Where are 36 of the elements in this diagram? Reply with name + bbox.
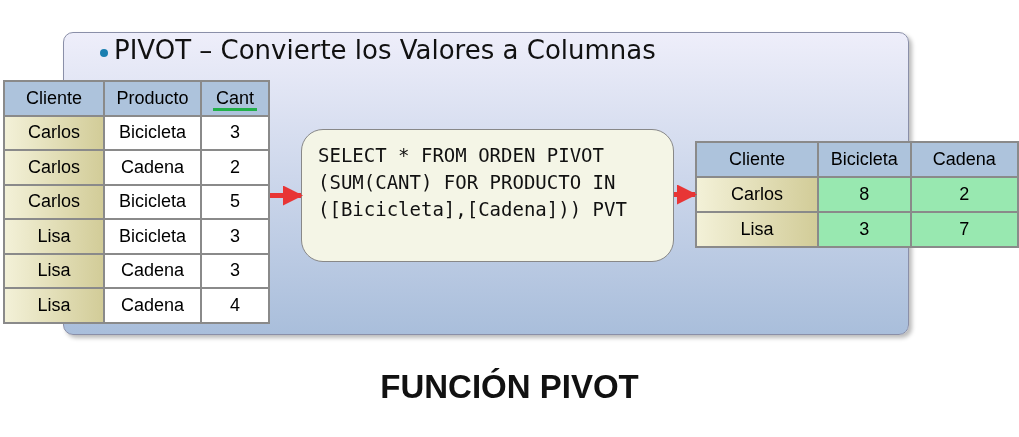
data-cell: Bicicleta: [104, 219, 201, 254]
data-cell: Bicicleta: [104, 184, 201, 219]
panel-title: PIVOT – Convierte los Valores a Columnas: [114, 35, 656, 65]
value-cell: 3: [818, 212, 911, 247]
query-box: [301, 129, 674, 262]
arrow: [270, 185, 303, 206]
data-cell: 2: [201, 150, 269, 185]
header-cell: Bicicleta: [818, 142, 911, 177]
data-cell: 3: [201, 253, 269, 288]
value-cell: 2: [910, 177, 1018, 212]
data-cell: 3: [201, 219, 269, 254]
header-cell: Cliente: [696, 142, 818, 177]
row-label-cell: Lisa: [4, 219, 104, 254]
row-label-cell: Carlos: [4, 115, 104, 150]
data-cell: Cadena: [104, 150, 201, 185]
header-cell: Producto: [104, 81, 201, 116]
sql-query-text: SELECT * FROM ORDEN PIVOT (SUM(CANT) FOR PRODUCTO IN ([Bicicleta],[Cadena])) PVT: [318, 143, 628, 222]
data-cell: 4: [201, 288, 269, 323]
data-cell: 5: [201, 184, 269, 219]
data-cell: Bicicleta: [104, 115, 201, 150]
caption: FUNCIÓN PIVOT: [379, 368, 640, 406]
data-cell: Cadena: [104, 288, 201, 323]
header-cell: Cliente: [4, 81, 104, 116]
row-label-cell: Carlos: [4, 184, 104, 219]
data-cell: 3: [201, 115, 269, 150]
row-label-cell: Lisa: [696, 212, 818, 247]
header-cell: Cant: [201, 81, 269, 116]
row-label-cell: Lisa: [4, 253, 104, 288]
value-cell: 7: [910, 212, 1018, 247]
row-label-cell: Lisa: [4, 288, 104, 323]
header-cell: Cadena: [910, 142, 1018, 177]
data-cell: Cadena: [104, 253, 201, 288]
row-label-cell: Carlos: [4, 150, 104, 185]
arrow: [674, 184, 697, 205]
row-label-cell: Carlos: [696, 177, 818, 212]
value-cell: 8: [818, 177, 911, 212]
